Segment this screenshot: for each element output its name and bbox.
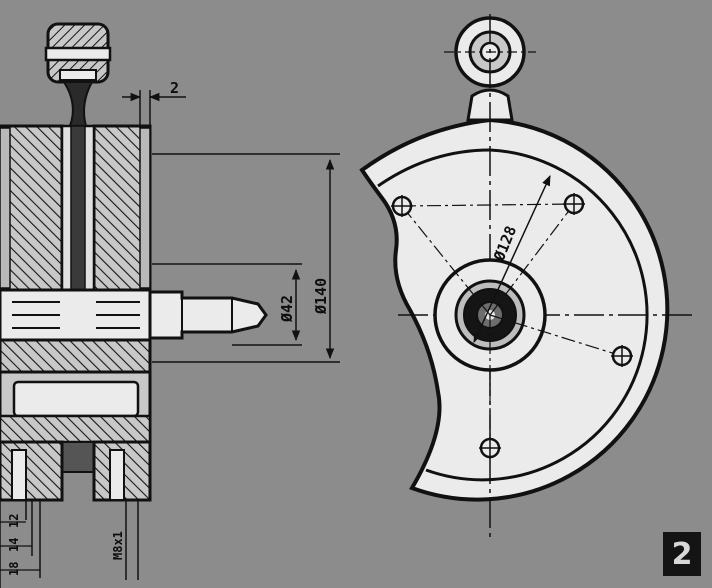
offset-a-label: 12 xyxy=(7,514,21,528)
dim-offsets: 12 14 18 xyxy=(0,500,41,588)
bolt-hole xyxy=(611,345,633,367)
front-view: Ø128 xyxy=(359,14,694,538)
thread-label: M8x1 xyxy=(111,531,125,560)
bolt-hole xyxy=(563,193,585,215)
section-view: 2 Ø140 Ø42 xyxy=(0,22,340,588)
bolt-hole xyxy=(391,195,413,217)
bolt-hole xyxy=(479,437,501,459)
dim-outer-diameter: Ø140 xyxy=(152,153,340,363)
knob xyxy=(44,22,112,127)
offset-c-label: 18 xyxy=(7,562,21,576)
dim-gap: 2 xyxy=(122,79,186,126)
figure-number-badge: 2 xyxy=(663,532,701,576)
dim-shaft-diameter: Ø42 xyxy=(152,263,302,346)
dim-thread: M8x1 xyxy=(111,500,139,580)
gap-label: 2 xyxy=(170,79,179,97)
feet xyxy=(0,440,152,502)
outer-diameter-label: Ø140 xyxy=(312,278,330,315)
disc-inner-rim xyxy=(425,148,649,482)
shaft-diameter-label: Ø42 xyxy=(278,295,296,323)
lower-block xyxy=(0,338,152,473)
shaft xyxy=(0,288,268,342)
offset-b-label: 14 xyxy=(7,538,21,552)
disc-inner-rim-top xyxy=(377,148,491,188)
